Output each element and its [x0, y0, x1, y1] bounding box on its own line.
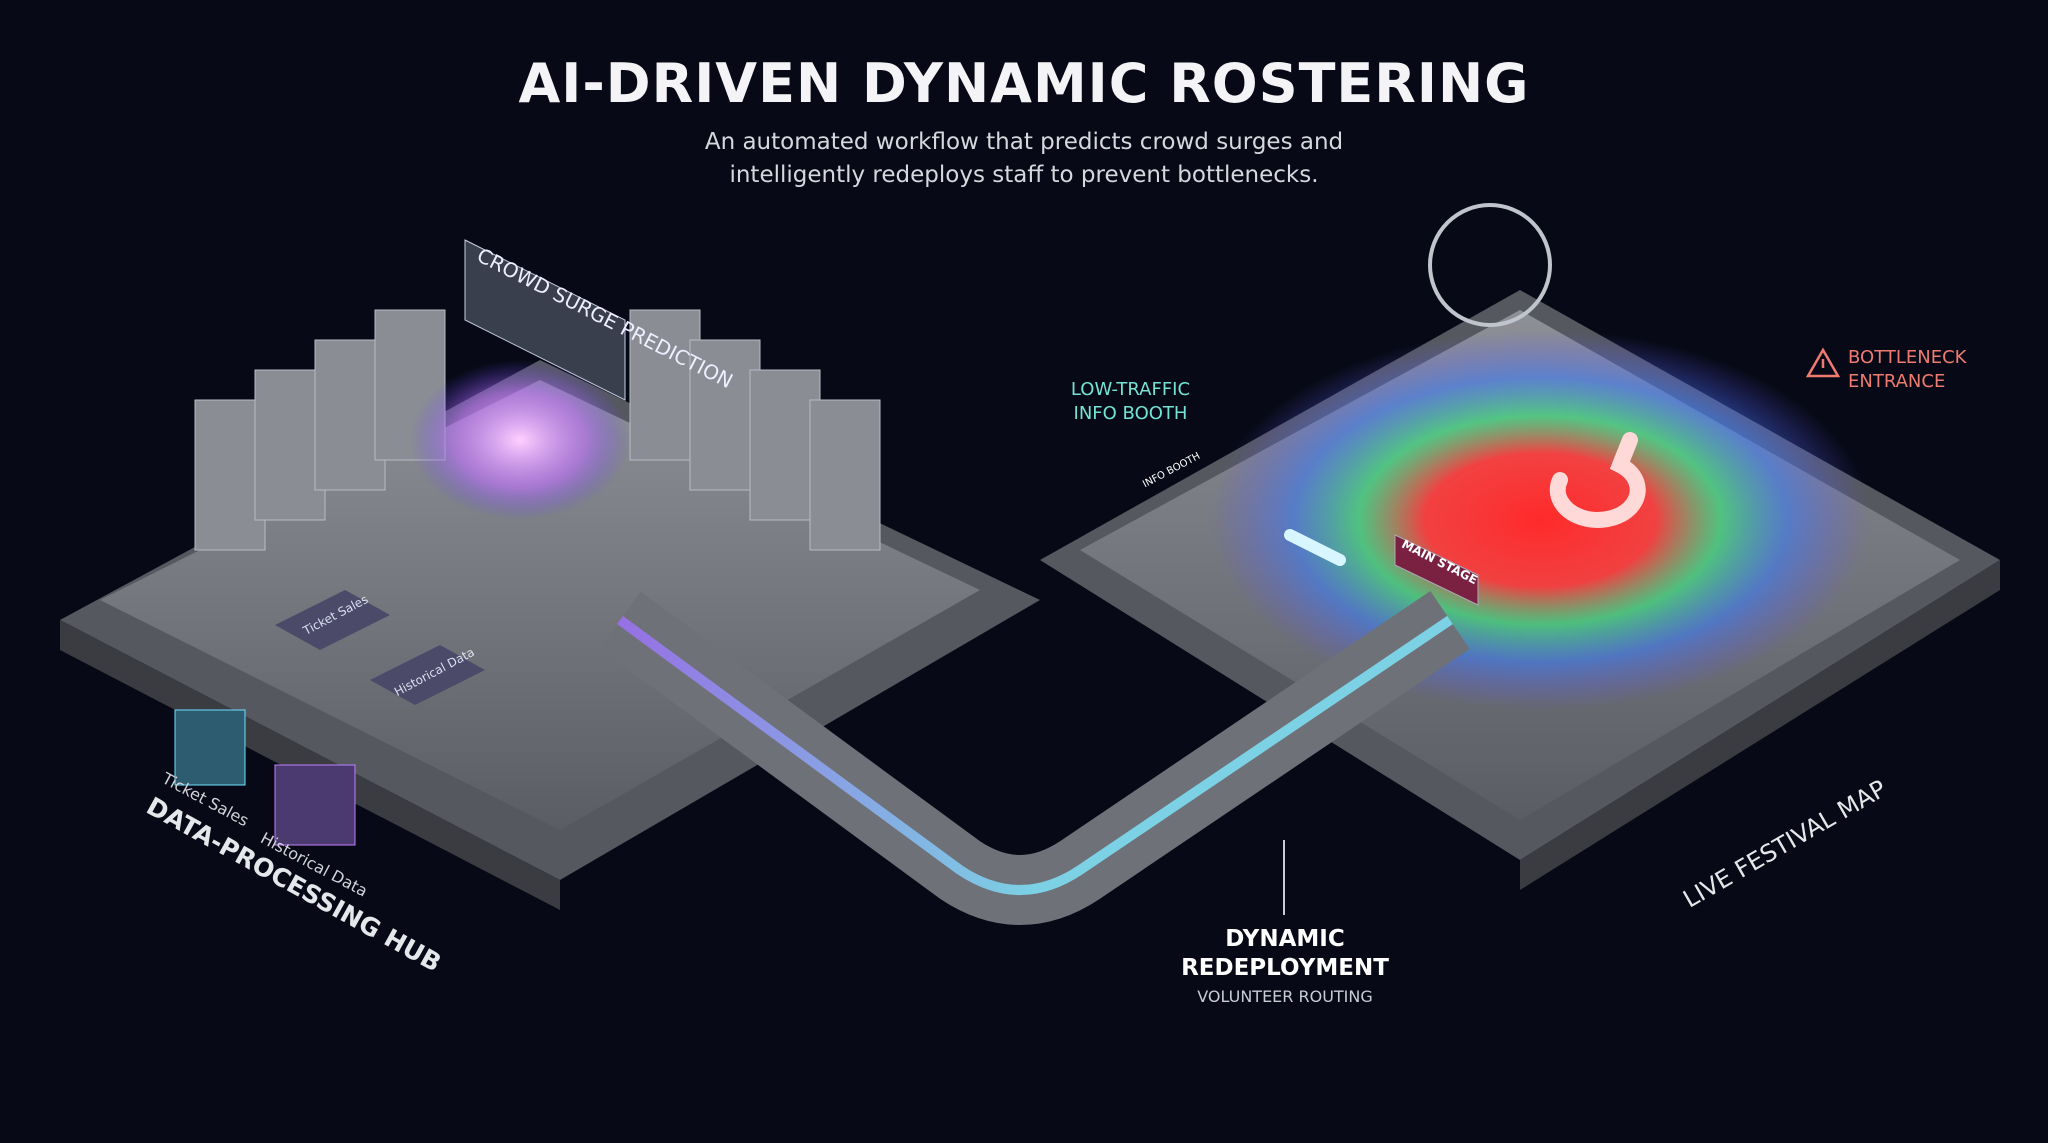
historical-data-block [370, 645, 485, 705]
ticket-icon [174, 709, 246, 786]
ai-core-icon [410, 360, 630, 520]
database-icon [274, 764, 356, 846]
bottleneck-line: ENTRANCE [1848, 371, 1946, 392]
heatmap [1210, 330, 1870, 710]
redeployment-caption: VOLUNTEER ROUTING [1197, 987, 1373, 1006]
festival-platform [1040, 290, 2000, 890]
low-traffic-arrow-icon [1284, 529, 1346, 566]
redeployment-callout: DYNAMIC REDEPLOYMENT VOLUNTEER ROUTING [1180, 925, 1390, 1006]
ferris-wheel [1428, 203, 1552, 327]
low-traffic-line: INFO BOOTH [1073, 403, 1188, 424]
ticket-sales-block [275, 590, 390, 650]
warning-icon [1805, 347, 1841, 378]
server-racks [194, 309, 881, 551]
low-traffic-line: LOW-TRAFFIC [1070, 379, 1191, 400]
subtitle-line: intelligently redeploys staff to prevent… [729, 162, 1319, 188]
redeployment-title: REDEPLOYMENT [1181, 955, 1389, 981]
bottleneck-label: BOTTLENECK ENTRANCE [1848, 346, 1967, 394]
prediction-panel [464, 239, 626, 401]
redeployment-walkway [599, 590, 1470, 925]
bottleneck-line: BOTTLENECK [1848, 347, 1967, 368]
low-traffic-label: LOW-TRAFFIC INFO BOOTH [1058, 378, 1203, 426]
redeployment-title: DYNAMIC [1225, 926, 1345, 952]
subtitle-line: An automated workflow that predicts crow… [704, 129, 1344, 155]
page-subtitle: An automated workflow that predicts crow… [0, 126, 2048, 192]
page-title: AI-DRIVEN DYNAMIC ROSTERING [518, 52, 1530, 115]
reroute-arrow-icon [1549, 432, 1646, 528]
main-stage-sign [1394, 534, 1479, 606]
